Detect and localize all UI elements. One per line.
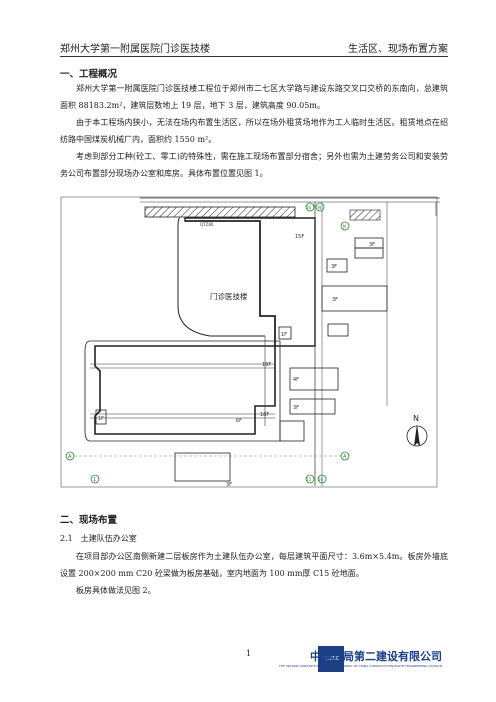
page-number: 1 <box>246 649 252 658</box>
overview-text: 郑州大学第一附属医院门诊医技楼工程位于郑州市二七区大学路与建设东路交叉口交桥的东… <box>60 80 448 182</box>
site-layout-paragraph-1: 在项目部办公区南侧新建二层板房作为土建队伍办公室，每层建筑平面尺寸：3.6m×5… <box>60 552 448 578</box>
svg-text:N: N <box>413 414 419 423</box>
north-arrow-icon: N <box>406 414 428 447</box>
svg-text:A: A <box>343 454 347 460</box>
section-title-overview: 一、工程概况 <box>60 69 118 80</box>
main-building-outline <box>94 220 276 435</box>
overview-paragraph-2: 由于本工程场内狭小，无法在场内布置生活区，所以在场外租赁场地作为工人临时生活区。… <box>60 118 448 144</box>
site-layout-paragraph-2: 板房具体做法见图 2。 <box>76 586 156 595</box>
svg-text:1F: 1F <box>98 416 104 422</box>
svg-text:4F: 4F <box>293 377 299 383</box>
header-document-title: 生活区、现场布置方案 <box>348 44 448 55</box>
subsection-title: 2.1 土建队伍办公室 <box>60 534 137 543</box>
site-layout-plan: QTZ80 门诊医技楼 15F 19F 18F 6F 3F 3F 3F 1F 4… <box>60 196 440 488</box>
svg-text:3F: 3F <box>293 405 299 411</box>
svg-text:A: A <box>68 454 72 460</box>
svg-text:3F: 3F <box>226 482 232 488</box>
section-title-site-layout: 二、现场布置 <box>60 515 118 526</box>
floor-label-19f: 19F <box>262 362 271 368</box>
axis-marker-1 <box>90 474 100 484</box>
floor-label-15f: 15F <box>295 234 304 240</box>
svg-text:3F: 3F <box>331 264 337 270</box>
company-logo: CSCEC <box>318 646 344 672</box>
svg-text:16: 16 <box>306 205 312 210</box>
svg-text:N: N <box>343 224 346 229</box>
site-boundary <box>60 196 438 488</box>
crane-code-label: QTZ80 <box>200 222 214 227</box>
svg-text:16: 16 <box>318 477 324 482</box>
svg-text:1: 1 <box>93 477 96 483</box>
svg-text:N: N <box>318 205 321 210</box>
svg-text:3F: 3F <box>332 297 338 303</box>
company-name: 中建八局第二建设有限公司 <box>310 650 442 663</box>
floor-label-18f: 18F <box>260 412 269 418</box>
building-name-label: 门诊医技楼 <box>210 291 248 301</box>
svg-text:15: 15 <box>306 477 312 482</box>
temp-dorm-block <box>326 258 348 273</box>
overview-paragraph-3: 考虑到部分工种(砼工、零工)的特殊性，需在施工现场布置部分宿舍；另外也需为土建劳… <box>60 152 448 178</box>
svg-text:3F: 3F <box>369 242 375 248</box>
overview-paragraph-1: 郑州大学第一附属医院门诊医技楼工程位于郑州市二七区大学路与建设东路交叉口交桥的东… <box>60 84 448 110</box>
hatched-existing-building <box>144 206 296 218</box>
svg-text:1F: 1F <box>281 332 287 338</box>
site-layout-text: 在项目部办公区南侧新建二层板房作为土建队伍办公室，每层建筑平面尺寸：3.6m×5… <box>60 548 448 599</box>
header-project-title: 郑州大学第一附属医院门诊医技楼 <box>60 44 210 55</box>
page-header: 郑州大学第一附属医院门诊医技楼 生活区、现场布置方案 <box>60 36 448 57</box>
floor-label-6f: 6F <box>236 418 242 424</box>
company-name-english: THE SECOND CONSTRUCTION LIMITED COMPANY … <box>279 664 442 668</box>
